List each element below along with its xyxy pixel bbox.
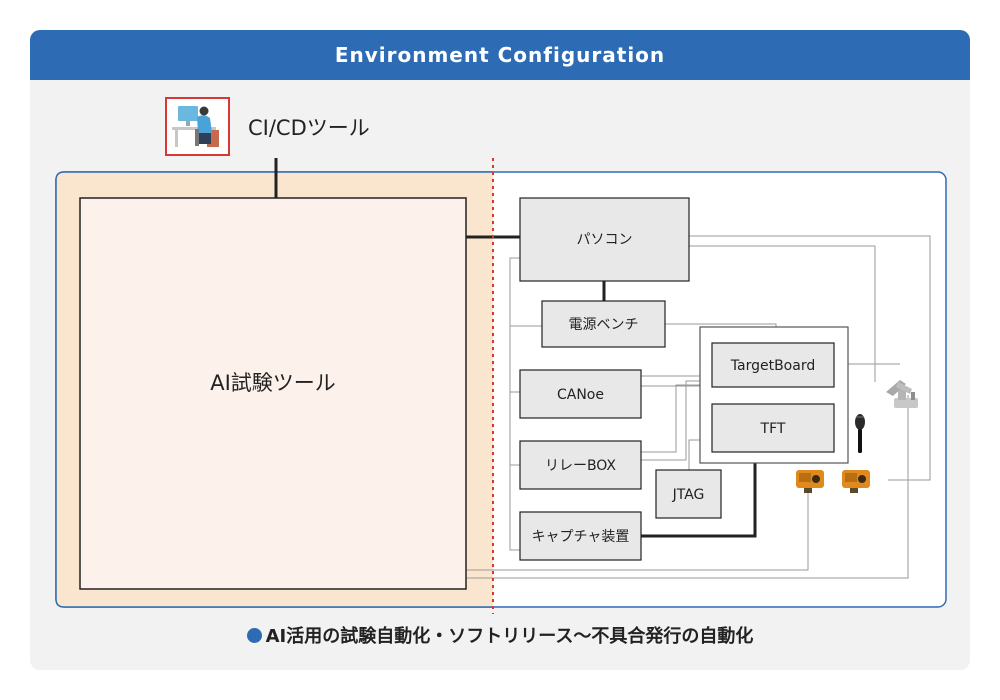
robot-arm-icon (886, 380, 918, 408)
capture-device-label: キャプチャ装置 (532, 529, 630, 545)
jtag-box: JTAG (655, 469, 722, 519)
pc-box: パソコン (519, 197, 690, 282)
header-title: Environment Configuration (30, 30, 970, 80)
ai-test-tool-box (79, 197, 467, 590)
jtag-label: JTAG (672, 487, 705, 503)
tft-label: TFT (760, 421, 786, 437)
target-board-box: TargetBoard (711, 342, 835, 388)
relay-box-label: リレーBOX (545, 458, 616, 474)
person-at-computer-icon (165, 97, 230, 156)
canoe-label: CANoe (557, 387, 604, 403)
target-board-label: TargetBoard (730, 358, 815, 374)
tft-box: TFT (711, 403, 835, 453)
ai-test-tool-label: AI試験ツール (210, 371, 336, 395)
camera-icon (796, 470, 824, 493)
camera-icon (842, 470, 870, 493)
capture-device-box: キャプチャ装置 (519, 511, 642, 561)
canoe-box: CANoe (519, 369, 642, 419)
footer-note: AI活用の試験自動化・ソフトリリース〜不具合発行の自動化 (30, 620, 970, 650)
microphone-icon (855, 414, 865, 453)
bullet-dot-icon (246, 627, 262, 643)
power-bench-box: 電源ベンチ (541, 300, 666, 348)
ci-cd-tool-label: CI/CDツール (248, 116, 370, 140)
ai-zone-border (55, 171, 493, 608)
pc-label: パソコン (577, 232, 633, 248)
footer-text: AI活用の試験自動化・ソフトリリース〜不具合発行の自動化 (265, 626, 754, 647)
relay-box: リレーBOX (519, 440, 642, 490)
power-bench-label: 電源ベンチ (569, 317, 639, 333)
